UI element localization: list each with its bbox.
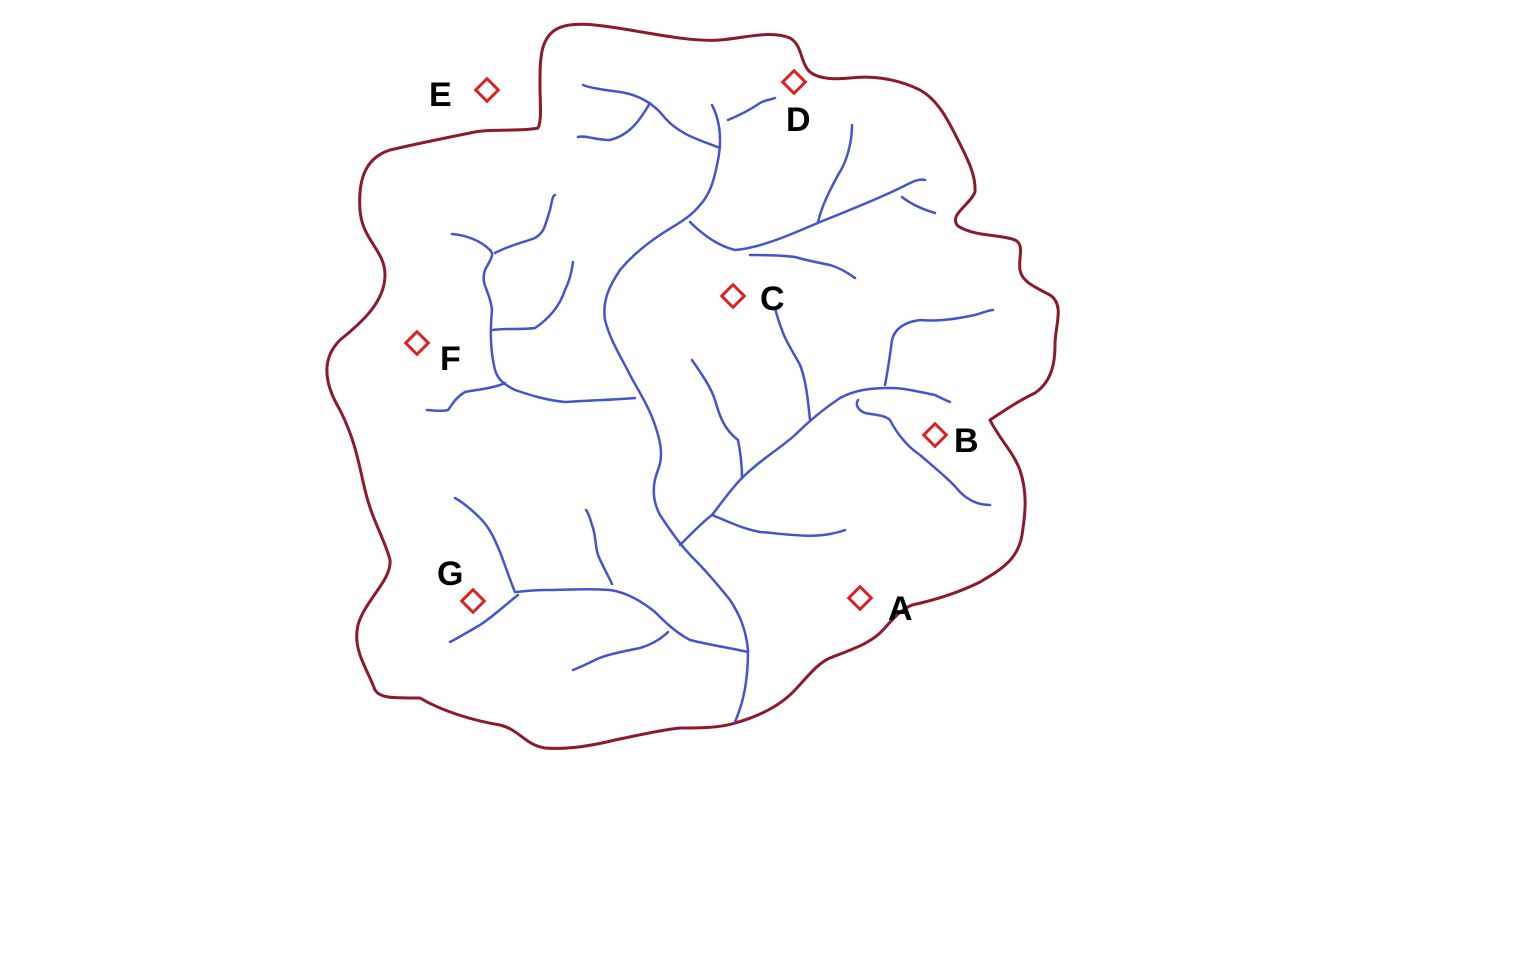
point-D[interactable]: D <box>780 68 811 139</box>
point-E[interactable]: E <box>429 76 501 114</box>
marker-C-icon <box>719 282 747 310</box>
marker-A-icon <box>846 584 874 612</box>
main-stream <box>603 103 750 724</box>
point-C[interactable]: C <box>719 280 785 318</box>
label-E: E <box>429 76 452 114</box>
label-D: D <box>786 101 811 139</box>
stream-network <box>425 83 995 724</box>
point-B[interactable]: B <box>921 421 979 460</box>
label-C: C <box>760 280 785 318</box>
label-B: B <box>954 422 979 460</box>
label-F: F <box>440 340 461 378</box>
point-G[interactable]: G <box>437 555 487 615</box>
marker-E-icon <box>473 76 501 104</box>
marker-F-icon <box>403 329 431 357</box>
point-A[interactable]: A <box>846 584 913 628</box>
marker-D-icon <box>780 68 808 96</box>
basin-boundary <box>325 22 1060 750</box>
label-A: A <box>888 590 913 628</box>
marker-G-icon <box>459 587 487 615</box>
label-G: G <box>437 555 463 593</box>
point-F[interactable]: F <box>403 329 461 378</box>
marker-B-icon <box>921 421 949 449</box>
